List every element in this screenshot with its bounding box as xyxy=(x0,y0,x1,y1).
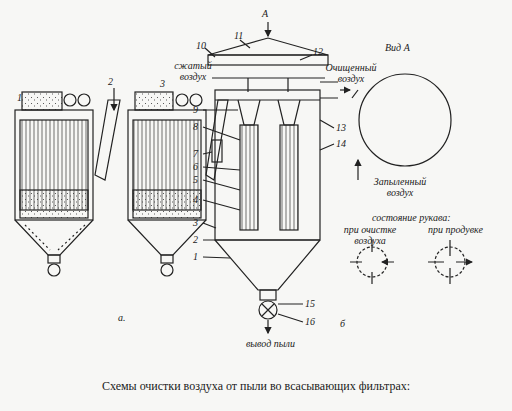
part-label: Запыленный воздух xyxy=(365,176,435,198)
callout-number: 13 xyxy=(336,122,346,133)
part-label: вывод пыли xyxy=(246,338,295,349)
callout-number: 12 xyxy=(313,46,323,57)
callout-number: 10 xyxy=(196,40,206,51)
callout-number: 3 xyxy=(193,217,198,228)
part-label: а. xyxy=(118,312,126,323)
callout-number: 1 xyxy=(193,251,198,262)
callout-number: 2 xyxy=(108,76,113,87)
callout-number: 16 xyxy=(305,316,315,327)
callout-number: 3 xyxy=(160,78,165,89)
part-label: при очистке воздуха xyxy=(340,224,400,246)
callout-number: 4 xyxy=(193,194,198,205)
callout-number: 6 xyxy=(193,161,198,172)
part-label: при продувке xyxy=(428,224,483,235)
callout-number: 9 xyxy=(193,104,198,115)
callout-number: 14 xyxy=(336,138,346,149)
part-label: Очищенный воздух xyxy=(322,62,380,84)
part-label: б xyxy=(340,318,345,329)
callout-number: 11 xyxy=(234,30,243,41)
callout-number: 15 xyxy=(305,298,315,309)
part-label: Вид А xyxy=(385,42,410,53)
callout-number: 8 xyxy=(193,121,198,132)
callout-number: 1 xyxy=(17,92,22,103)
part-label: состояние рукава: xyxy=(372,212,451,223)
callout-number: 7 xyxy=(193,148,198,159)
part-label: сжатый воздух xyxy=(172,60,214,82)
part-label: А xyxy=(262,8,268,19)
figure-caption: Схемы очистки воздуха от пыли во всасыва… xyxy=(0,379,512,394)
callout-number: 2 xyxy=(193,234,198,245)
callout-number: 5 xyxy=(193,174,198,185)
